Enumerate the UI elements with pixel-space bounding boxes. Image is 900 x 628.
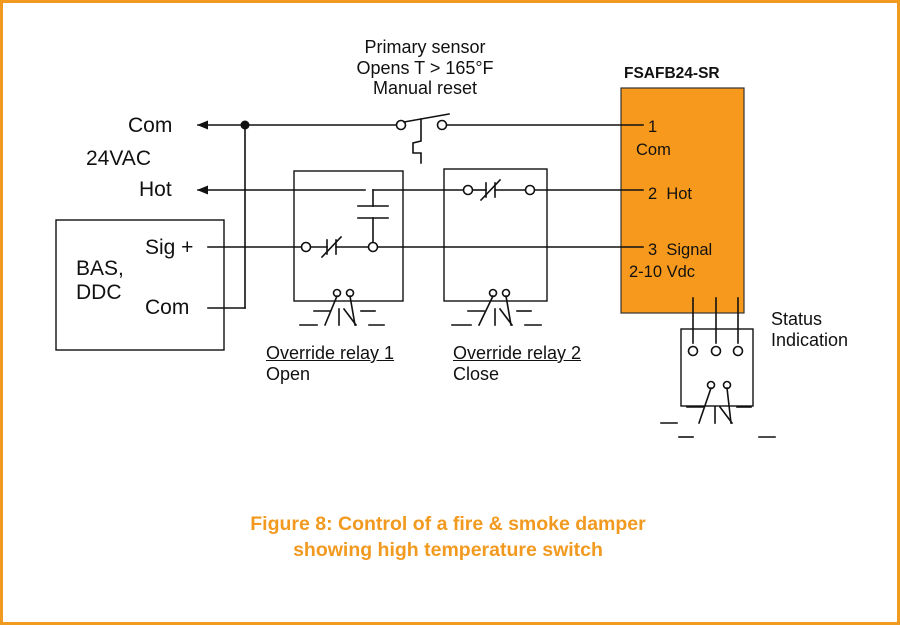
primary-sensor-label: Primary sensor Opens T > 165°F Manual re… [356,37,494,99]
relay2-symbol [451,288,542,327]
terminal-1-number: 1 [648,118,658,136]
wiring-diagram [55,87,776,438]
relay1-box [293,170,404,302]
relay1-contact [300,235,379,259]
terminal-2-label: 2 Hot [648,185,693,203]
bas-ddc-label: BAS, DDC [76,257,124,305]
status-indication-label: Status Indication [771,309,849,350]
relay2-label: Override relay 2 Close [453,343,582,384]
relay1-label: Override relay 1 Open [266,343,395,384]
primary-sensor-switch [395,113,450,164]
hot-wire [196,185,644,248]
bas-com-label: Com [145,296,190,319]
actuator-model-label: FSAFB24-SR [624,65,720,82]
terminal-3-label: 3 Signal [648,241,713,259]
terminal-3-range: 2-10 Vdc [629,263,696,281]
status-indication [660,297,776,438]
supply-voltage-label: 24VAC [86,147,151,170]
terminal-1-name: Com [636,141,671,159]
relay1-symbol [299,288,385,327]
relay2-box [443,168,548,302]
bas-ddc-box [55,219,225,351]
supply-hot-label: Hot [139,178,172,201]
bas-sig-label: Sig + [145,236,194,259]
supply-com-label: Com [128,114,173,137]
relay2-contact [462,178,536,202]
com-wire [196,120,644,309]
figure-caption: Figure 8: Control of a fire & smoke damp… [250,513,646,562]
